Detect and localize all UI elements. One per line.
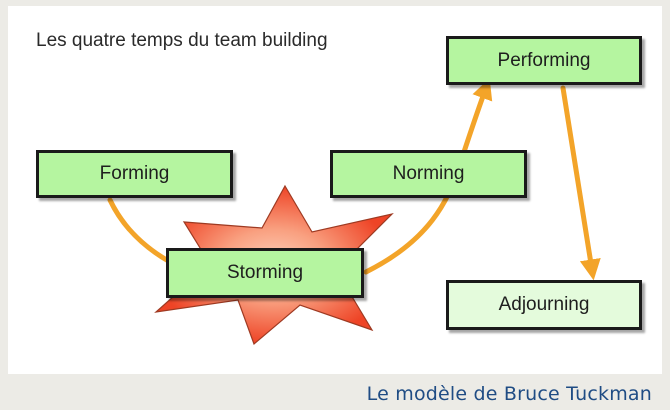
stage-box-norming: Norming (330, 150, 527, 198)
stage-box-storming: Storming (166, 248, 364, 298)
performing-to-adjourning-arrow (560, 85, 601, 281)
diagram-title: Les quatre temps du team building (36, 30, 328, 51)
caption: Le modèle de Bruce Tuckman (366, 383, 652, 405)
stage-box-forming: Forming (36, 150, 233, 198)
forming-to-storming-arrow (107, 197, 173, 265)
stage-box-performing: Performing (446, 36, 642, 85)
stage-box-adjourning: Adjourning (446, 280, 642, 330)
